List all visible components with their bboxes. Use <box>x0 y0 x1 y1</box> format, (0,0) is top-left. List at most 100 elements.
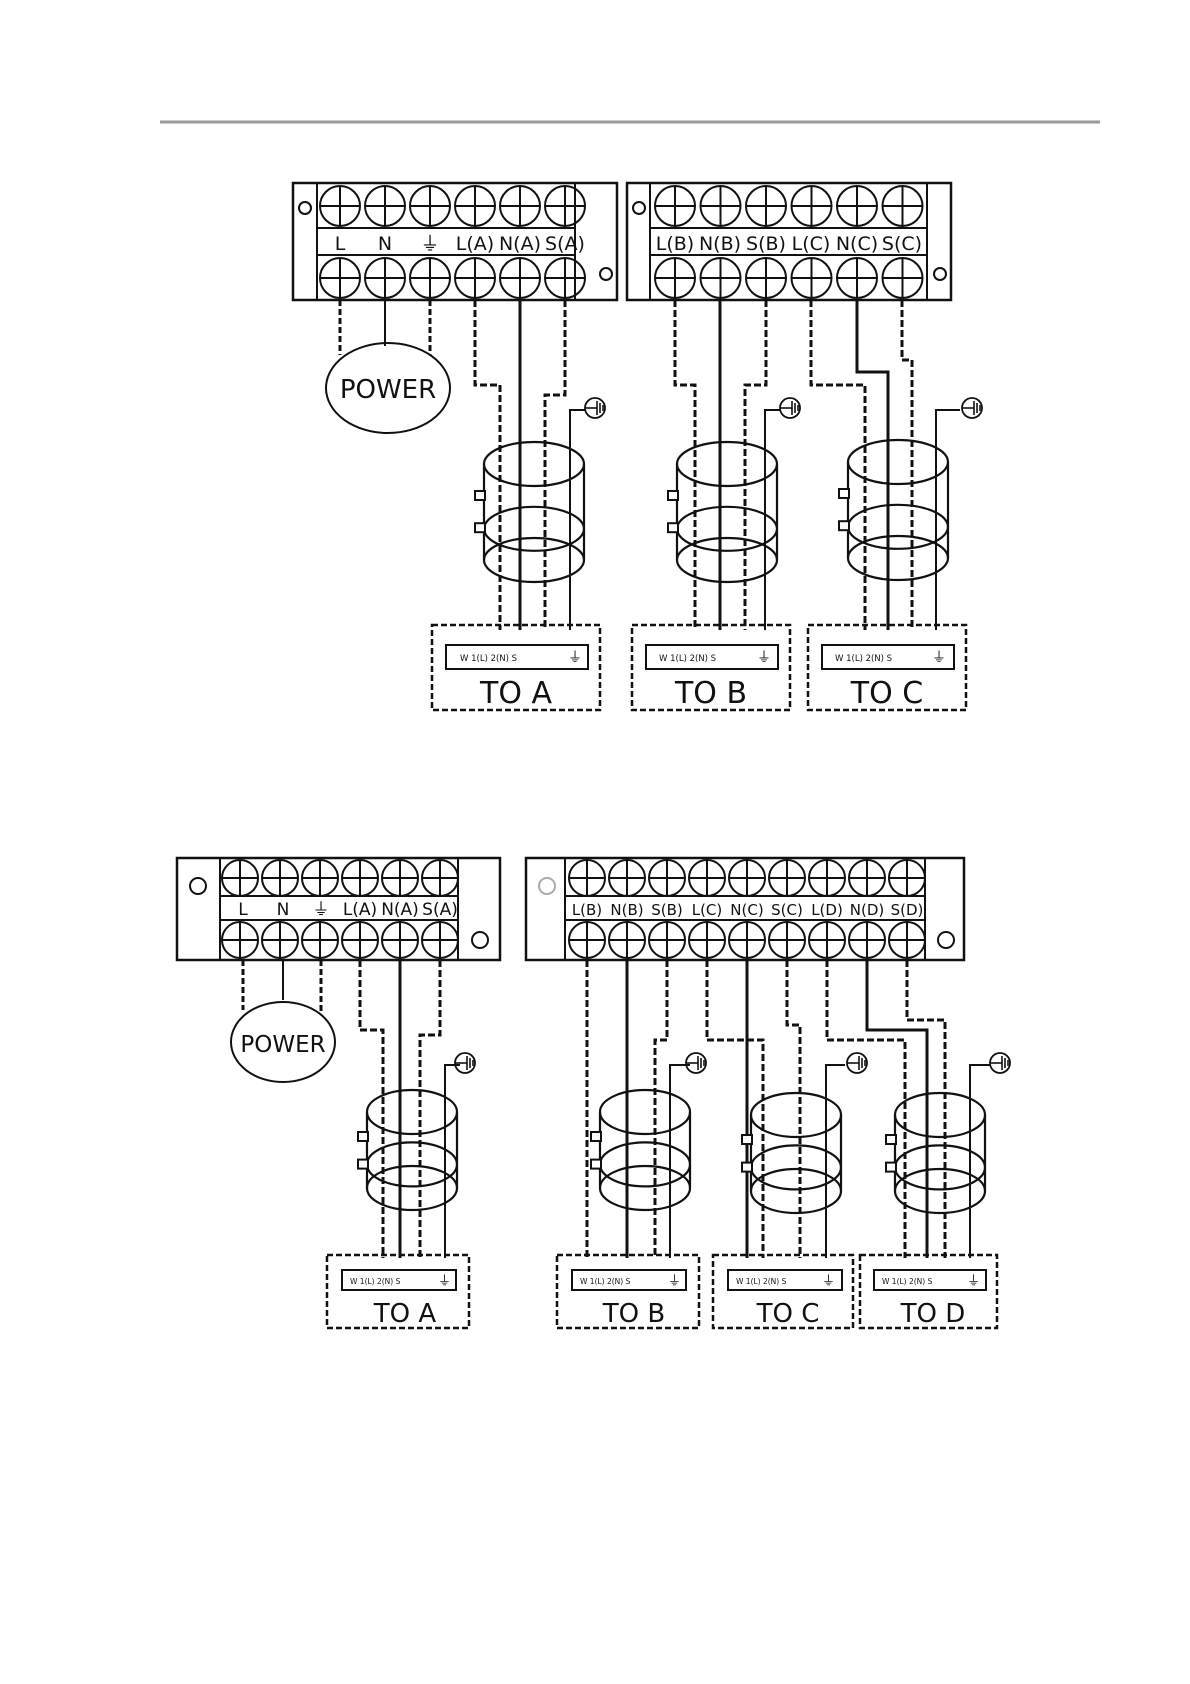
unit-ground-a: ⏚ <box>438 1274 451 1289</box>
terminal-screw <box>889 922 925 958</box>
unit-label-b: TO B <box>602 1299 665 1329</box>
terminal-screw <box>729 860 765 896</box>
terminal-screw <box>729 922 765 958</box>
terminal-screw <box>769 922 805 958</box>
terminal-label-s-b: S(B) <box>746 233 786 255</box>
terminal-screw <box>689 860 725 896</box>
unit-label-a: TO A <box>479 676 552 711</box>
terminal-screw <box>382 922 418 958</box>
terminal-label-s-d: S(D) <box>891 901 924 919</box>
terminal-screw <box>365 186 405 226</box>
terminal-label-n-b: N(B) <box>610 901 643 919</box>
wires-to-unit-c-bottom <box>707 960 845 1258</box>
terminal-screw <box>302 922 338 958</box>
terminal-screw <box>342 860 378 896</box>
terminal-block-indoor-bottom: L(B) N(B) S(B) L(C) N(C) S(C) L(D) N(D) … <box>526 858 964 960</box>
unit-terminals-b: W 1(L) 2(N) S <box>659 654 716 664</box>
terminal-label-s-b: S(B) <box>651 901 683 919</box>
terminal-screw <box>320 186 360 226</box>
terminal-screw <box>746 258 786 298</box>
unit-terminals-d: W 1(L) 2(N) S <box>882 1277 933 1286</box>
terminal-screw <box>792 258 832 298</box>
terminal-block-main-bottom: L N ⏚ L(A) N(A) S(A) <box>177 858 500 960</box>
unit-box-a-bottom: W 1(L) 2(N) S ⏚ TO A <box>327 1255 469 1329</box>
unit-box-c-top: W 1(L) 2(N) S ⏚ TO C <box>808 625 966 711</box>
terminal-screw <box>649 860 685 896</box>
terminal-label-n-c: N(C) <box>836 233 878 255</box>
ground-icon <box>780 398 800 418</box>
terminal-screw <box>883 258 923 298</box>
terminal-screw <box>320 258 360 298</box>
terminal-label-n: N <box>277 900 290 920</box>
terminal-screw <box>455 186 495 226</box>
terminal-screw <box>809 860 845 896</box>
power-supply-top: POWER <box>326 300 450 433</box>
terminal-label-n-b: N(B) <box>699 233 741 255</box>
terminal-screw <box>609 922 645 958</box>
terminal-screw <box>746 186 786 226</box>
terminal-screw <box>689 922 725 958</box>
wires-to-unit-d-bottom <box>827 960 990 1258</box>
terminal-screw <box>883 186 923 226</box>
terminal-screw <box>809 922 845 958</box>
wires-to-unit-b-bottom <box>587 960 690 1258</box>
terminal-screw <box>655 186 695 226</box>
terminal-label-n-c: N(C) <box>730 901 763 919</box>
ground-icon <box>585 398 605 418</box>
terminal-screw <box>222 922 258 958</box>
ground-icon <box>990 1053 1010 1073</box>
diagram-top: L N ⏚ L(A) N(A) S(A) L(B) N(B) S(B) L(C) <box>293 183 982 711</box>
unit-ground-c: ⏚ <box>822 1274 835 1289</box>
unit-ground-a: ⏚ <box>568 650 582 666</box>
unit-box-d-bottom: W 1(L) 2(N) S ⏚ TO D <box>860 1255 997 1329</box>
unit-box-a-top: W 1(L) 2(N) S ⏚ TO A <box>432 625 600 711</box>
terminal-screw <box>837 258 877 298</box>
unit-ground-c: ⏚ <box>932 650 946 666</box>
terminal-label-l-a: L(A) <box>343 900 377 920</box>
terminal-screw <box>649 922 685 958</box>
terminal-label-s-c: S(C) <box>771 901 803 919</box>
terminal-screw <box>545 186 585 226</box>
terminal-label-n-a: N(A) <box>499 233 541 255</box>
wires-to-unit-a-bottom <box>360 960 460 1258</box>
cable-conduit <box>358 1090 457 1210</box>
terminal-labels: L N ⏚ L(A) N(A) S(A) <box>335 233 585 255</box>
terminal-screw <box>342 922 378 958</box>
cable-conduit <box>591 1090 690 1210</box>
terminal-label-n: N <box>378 233 392 255</box>
unit-terminals-c: W 1(L) 2(N) S <box>736 1277 787 1286</box>
unit-label-a: TO A <box>373 1299 437 1329</box>
unit-label-d: TO D <box>900 1299 966 1329</box>
terminal-labels: L(B) N(B) S(B) L(C) N(C) S(C) <box>656 233 922 255</box>
terminal-screw <box>655 258 695 298</box>
terminal-labels: L(B) N(B) S(B) L(C) N(C) S(C) L(D) N(D) … <box>572 901 924 919</box>
unit-label-b: TO B <box>674 676 747 711</box>
unit-terminals-a: W 1(L) 2(N) S <box>350 1277 401 1286</box>
terminal-label-l-a: L(A) <box>456 233 494 255</box>
terminal-screw <box>365 258 405 298</box>
terminal-block-indoor-top: L(B) N(B) S(B) L(C) N(C) S(C) <box>627 183 951 300</box>
unit-terminals-c: W 1(L) 2(N) S <box>835 654 892 664</box>
terminal-label-l: L <box>335 233 346 255</box>
terminal-label-l-b: L(B) <box>656 233 694 255</box>
unit-label-c: TO C <box>756 1299 820 1329</box>
terminal-label-n-d: N(D) <box>850 901 884 919</box>
cable-conduit <box>668 442 777 582</box>
ground-icon <box>686 1053 706 1073</box>
terminal-screw <box>569 922 605 958</box>
terminal-screw <box>410 186 450 226</box>
ground-icon <box>455 1053 475 1073</box>
terminal-screw <box>792 186 832 226</box>
ground-icon <box>962 398 982 418</box>
diagram-bottom: L N ⏚ L(A) N(A) S(A) L(B) N(B) S(B) L(C) <box>177 858 1010 1329</box>
terminal-screw <box>422 860 458 896</box>
terminal-screw <box>849 922 885 958</box>
ground-symbols-top <box>585 398 982 418</box>
wires-to-unit-c-top <box>811 300 960 630</box>
unit-terminals-a: W 1(L) 2(N) S <box>460 654 517 664</box>
terminal-screw <box>701 258 741 298</box>
terminal-screw <box>222 860 258 896</box>
terminal-screw <box>545 258 585 298</box>
